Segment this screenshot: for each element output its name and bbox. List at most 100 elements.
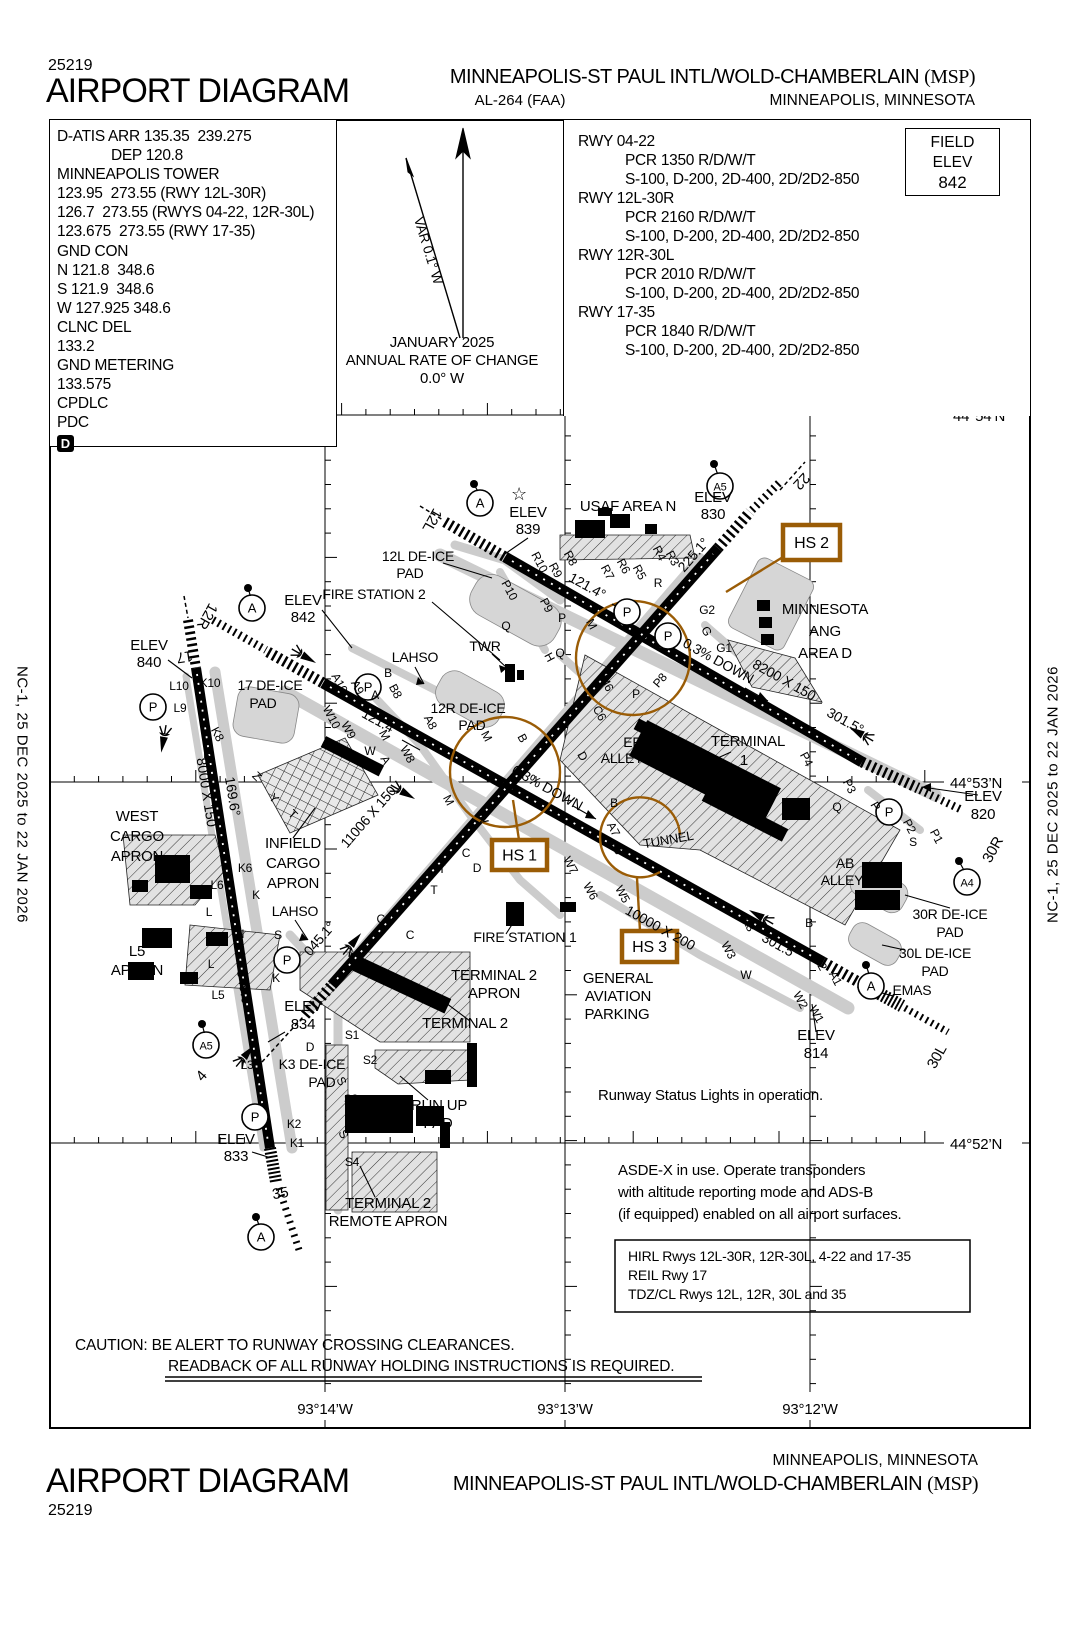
map-label: N <box>236 927 244 941</box>
map-label: 301.5° <box>824 704 866 737</box>
map-label: K6 <box>238 861 253 875</box>
map-label: PAD <box>458 717 485 733</box>
runway-data-line: RWY 04-22 <box>578 133 655 150</box>
map-label: M6 <box>597 673 617 694</box>
reference-point: A <box>238 584 266 622</box>
map-label: K <box>252 888 260 902</box>
map-label: 12R DE-ICE <box>430 700 505 716</box>
map-label: ELEV <box>217 1131 255 1148</box>
comm-frequency-line: S 121.9 348.6 <box>57 280 154 298</box>
runway-data-line: S-100, D-200, 2D-400, 2D/2D2-850 <box>625 171 860 188</box>
map-label: VAR 0.1° W <box>411 215 446 286</box>
page-title: AIRPORT DIAGRAM <box>46 72 350 110</box>
map-label: P1 <box>927 827 946 847</box>
map-label: TWR <box>469 638 500 654</box>
svg-text:A5: A5 <box>713 482 726 494</box>
map-label: 30L DE-ICE <box>899 945 971 961</box>
map-label: R5 <box>630 562 650 582</box>
map-label: L5 <box>129 943 145 960</box>
map-label: D <box>473 861 482 875</box>
map-label: C <box>406 928 415 942</box>
map-label: ELEV <box>797 1027 835 1044</box>
reference-point: P <box>875 798 903 826</box>
effective-dates-left: NC-1, 25 DEC 2025 to 22 JAN 2026 <box>13 666 31 923</box>
map-label: G2 <box>699 603 715 617</box>
map-label: S2 <box>363 1053 378 1067</box>
hotspot-boxes: HS 1HS 2HS 3 <box>489 522 843 965</box>
map-label: A9 <box>348 678 367 698</box>
svg-text:P: P <box>664 629 672 644</box>
map-label: REMOTE APRON <box>329 1213 447 1230</box>
comm-frequency-line: CLNC DEL <box>57 318 132 336</box>
map-label: PAD <box>249 695 276 711</box>
map-label: 30R DE-ICE <box>912 906 987 922</box>
map-label: B <box>805 916 813 930</box>
airport-name: MINNEAPOLIS-ST PAUL INTL/WOLD-CHAMBERLAI… <box>449 66 925 88</box>
map-label: HIRL Rwys 12L-30R, 12R-30L, 4-22 and 17-… <box>628 1248 911 1264</box>
map-label: APRON <box>468 985 520 1002</box>
svg-text:P: P <box>251 1110 259 1125</box>
map-label: INFIELD <box>265 835 321 852</box>
map-label: P4 <box>797 750 816 770</box>
map-label: 814 <box>804 1045 828 1062</box>
map-label: A2 <box>811 954 830 974</box>
map-label: TDZ/CL Rwys 12L, 12R, 30L and 35 <box>628 1286 847 1302</box>
runway-data-line: PCR 1350 R/D/W/T <box>625 152 756 169</box>
map-label: B <box>610 796 618 810</box>
runway-data-line: S-100, D-200, 2D-400, 2D/2D2-850 <box>625 342 860 359</box>
city-state: MINNEAPOLIS, MINNESOTA <box>769 92 975 109</box>
map-label: FIRE STATION 1 <box>473 929 577 945</box>
map-label: TERMINAL <box>711 733 785 750</box>
map-label: A3 <box>739 915 758 935</box>
leader-lines <box>167 537 979 1198</box>
elev-label: ELEV <box>932 154 973 171</box>
map-label: K1 <box>290 1136 305 1150</box>
map-label: A7 <box>604 820 623 840</box>
map-label: P9 <box>537 596 556 616</box>
svg-text:HS 1: HS 1 <box>502 848 537 865</box>
map-label: R8 <box>561 548 581 568</box>
reference-point: A4 <box>953 857 981 896</box>
svg-text:A4: A4 <box>960 878 973 890</box>
map-label: 35 <box>271 1184 290 1203</box>
lighting-note-box <box>614 1239 971 1313</box>
map-label: CARGO <box>266 855 320 872</box>
map-label: ALLEY <box>821 872 864 888</box>
comm-frequency-line: 123.95 273.55 (RWY 12L-30R) <box>57 185 267 203</box>
map-label: K8 <box>208 725 227 745</box>
runway-data-line: PCR 1840 R/D/W/T <box>625 323 756 340</box>
map-label: S4 <box>345 1155 360 1169</box>
map-label: 30L <box>924 1042 951 1072</box>
map-label: C5 <box>642 722 662 742</box>
map-label: K2 <box>287 1117 302 1131</box>
map-label: A1 <box>826 969 845 989</box>
reference-point: A <box>857 961 885 1000</box>
map-label: 839 <box>516 521 540 538</box>
map-label: R <box>654 576 663 590</box>
map-label: R3 <box>663 548 683 568</box>
map-label: D <box>306 1040 315 1054</box>
hotspot-box: HS 3 <box>619 928 680 965</box>
map-label: ELEV <box>509 504 547 521</box>
mn-ang-apron <box>727 639 823 703</box>
runway-data-line: S-100, D-200, 2D-400, 2D/2D2-850 <box>625 228 860 245</box>
map-label: W <box>364 744 376 758</box>
comm-frequency-line: 133.575 <box>57 376 111 394</box>
map-label: TERMINAL 2 <box>451 967 537 984</box>
readback-underline <box>165 1376 702 1382</box>
comm-frequency-line: 133.2 <box>57 338 95 356</box>
reference-point: P <box>139 693 167 721</box>
footer-airport-id: (MSP) <box>927 1473 978 1495</box>
comm-frequency-line: MINNEAPOLIS TOWER <box>57 166 220 184</box>
map-label: ELEV <box>284 998 322 1015</box>
map-label: JANUARY 2025 <box>390 334 495 351</box>
map-label: P3 <box>840 777 859 797</box>
map-label: Q <box>501 619 510 633</box>
map-label: P8 <box>650 670 670 690</box>
map-label: A <box>371 688 379 702</box>
map-label: 0.0° W <box>420 370 465 387</box>
runway-17-35 <box>183 595 303 1252</box>
map-label: APRON <box>111 962 163 979</box>
